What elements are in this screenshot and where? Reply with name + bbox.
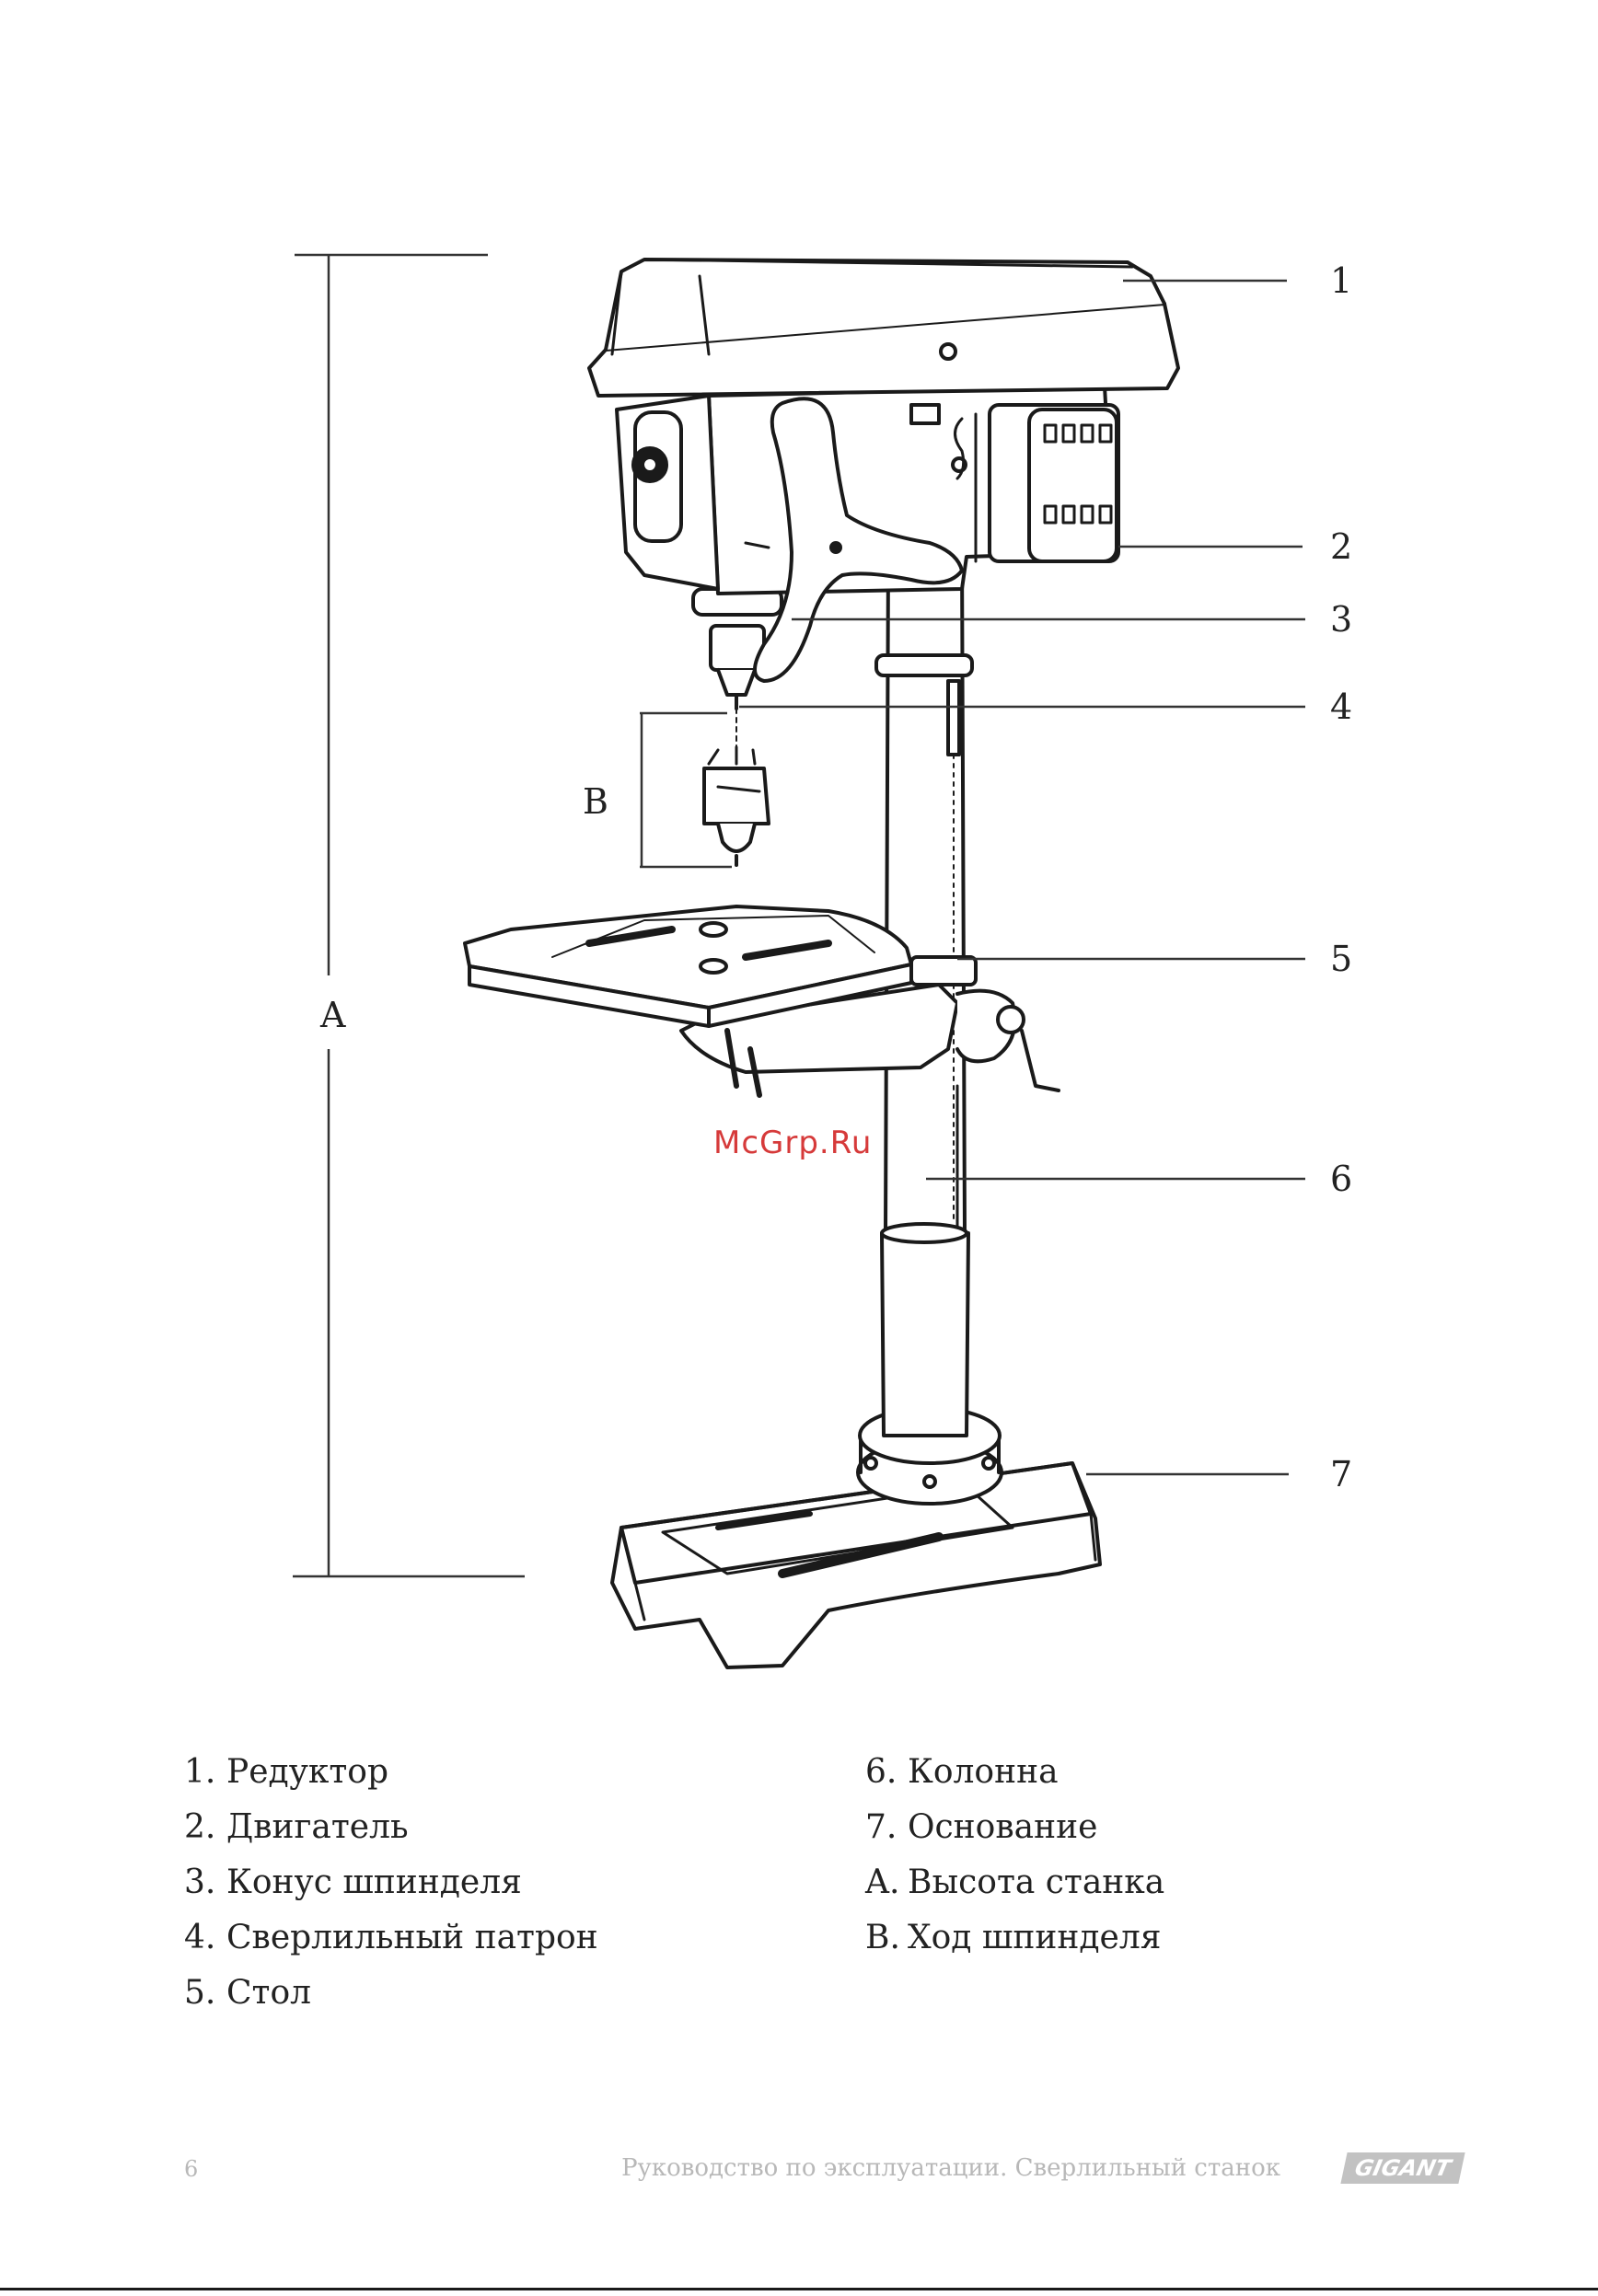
legend-item: 5. Стол (184, 1965, 921, 2020)
legend-label: Высота станка (908, 1863, 1164, 1901)
legend-left-column: 1. Редуктор 2. Двигатель 3. Конус шпинде… (184, 1744, 921, 2020)
legend-item: 2. Двигатель (184, 1799, 921, 1854)
legend-number: 2. (184, 1808, 226, 1846)
callout-4: 4 (1330, 686, 1352, 727)
bottom-rule (0, 2288, 1598, 2290)
dimension-a-label: A (319, 995, 346, 1035)
callout-5: 5 (1330, 939, 1352, 979)
legend-number: 4. (184, 1919, 226, 1956)
callout-3: 3 (1330, 599, 1352, 640)
legend-number: 5. (184, 1974, 226, 2012)
legend-label: Сверлильный патрон (226, 1919, 598, 1956)
legend-item: 6. Колонна (865, 1744, 1598, 1799)
callout-7: 7 (1330, 1454, 1352, 1494)
legend-item: 7. Основание (865, 1799, 1598, 1854)
motor-drawing (990, 405, 1118, 561)
legend-label: Конус шпинделя (226, 1863, 522, 1901)
footer-title: Руководство по эксплуатации. Сверлильный… (621, 2154, 1280, 2182)
page-number: 6 (184, 2156, 198, 2182)
callout-2: 2 (1330, 526, 1352, 567)
gigant-logo: GIGANT (1340, 2152, 1465, 2184)
legend-label: Ход шпинделя (908, 1919, 1161, 1956)
legend-label: Двигатель (226, 1808, 409, 1846)
legend-item: 1. Редуктор (184, 1744, 921, 1799)
legend-number: A. (865, 1863, 908, 1901)
legend-number: 3. (184, 1863, 226, 1901)
chuck-drawing (704, 747, 769, 865)
legend-number: 6. (865, 1753, 908, 1791)
legend-right-column: 6. Колонна 7. Основание A. Высота станка… (865, 1744, 1598, 1965)
legend-item: A. Высота станка (865, 1854, 1598, 1909)
callout-6: 6 (1330, 1159, 1352, 1199)
legend-label: Колонна (908, 1753, 1059, 1791)
legend-item: 3. Конус шпинделя (184, 1854, 921, 1909)
belt-cover-drawing (589, 260, 1178, 396)
watermark-text: McGrp.Ru (713, 1125, 872, 1161)
legend-label: Стол (226, 1974, 311, 2012)
callout-1: 1 (1330, 260, 1352, 301)
legend-number: B. (865, 1919, 908, 1956)
legend-item: 4. Сверлильный патрон (184, 1909, 921, 1965)
legend-item: B. Ход шпинделя (865, 1909, 1598, 1965)
base-drawing (612, 1463, 1100, 1667)
legend-number: 1. (184, 1753, 226, 1791)
legend-label: Редуктор (226, 1753, 388, 1791)
legend-label: Основание (908, 1808, 1097, 1846)
dimension-b-label: B (583, 781, 608, 822)
legend-number: 7. (865, 1808, 908, 1846)
